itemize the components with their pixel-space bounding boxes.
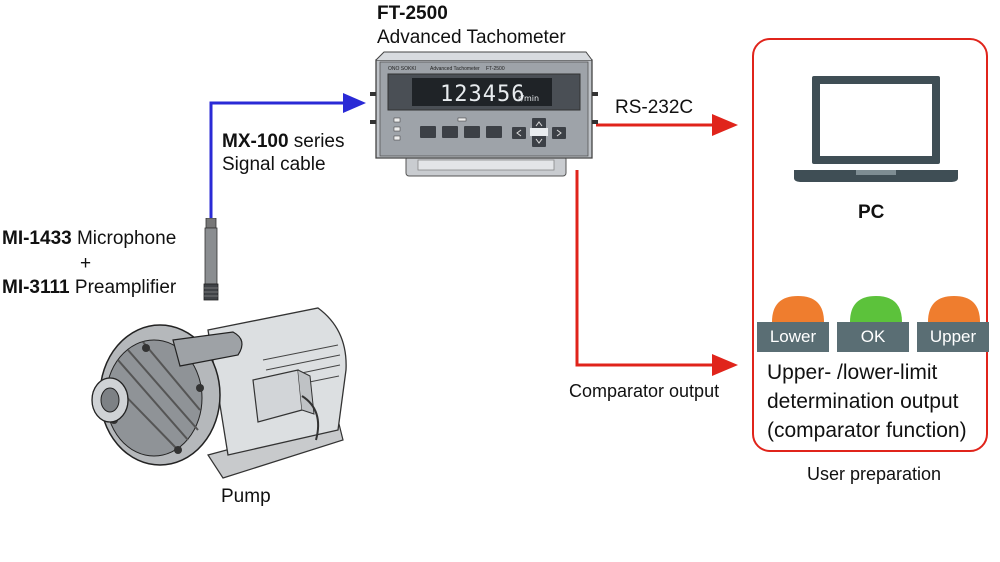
comparator-desc-line1: Upper- /lower-limit [767, 361, 938, 384]
cable-desc: Signal cable [222, 154, 326, 175]
cable-suffix: series [288, 131, 345, 152]
panel-title: Advanced Tachometer [430, 66, 480, 72]
mic-desc1: Microphone [76, 228, 177, 249]
comparator-arrowhead [712, 354, 738, 376]
cable-model: MX-100 [222, 131, 289, 152]
lamp-label-lower: Lower [757, 322, 829, 352]
pump-icon [91, 307, 347, 479]
comparator-desc-line2: determination output [767, 390, 959, 413]
cable-label: MX-100 series [222, 130, 345, 154]
user-preparation-caption: User preparation [807, 464, 942, 484]
comparator-line [575, 170, 715, 367]
pc-label: PC [858, 202, 885, 223]
mic-model1: MI-1433 [2, 228, 72, 249]
user-preparation-box [752, 38, 988, 452]
signal-cable-arrowhead [343, 93, 366, 113]
pump-label: Pump [221, 486, 271, 507]
panel-model: FT-2500 [486, 66, 505, 72]
lamp-label-ok: OK [837, 322, 909, 352]
lamp-label-upper: Upper [917, 322, 989, 352]
comparator-desc-line3: (comparator function) [767, 419, 967, 442]
ok-lamp-icon [850, 296, 902, 322]
tachometer-name: Advanced Tachometer [377, 27, 566, 48]
display-unit: r/min [518, 94, 539, 103]
mic-model2: MI-3111 [2, 277, 70, 298]
mic-line1: MI-1433 Microphone [2, 227, 176, 251]
tachometer-model: FT-2500 [377, 3, 448, 24]
upper-lamp-icon [928, 296, 980, 322]
microphone-icon [203, 218, 219, 301]
mic-plus: + [80, 253, 92, 274]
mic-line2: MI-3111 Preamplifier [2, 276, 176, 300]
panel-brand: ONO SOKKI [388, 66, 416, 72]
mic-desc2: Preamplifier [74, 277, 177, 298]
rs232-label: RS-232C [615, 97, 694, 118]
tachometer-device: ONO SOKKI Advanced Tachometer FT-2500 12… [370, 51, 598, 177]
rs232-arrowhead [712, 114, 738, 136]
lower-lamp-icon [772, 296, 824, 322]
display-value: 123456 [440, 82, 525, 107]
signal-cable-line [209, 101, 345, 222]
laptop-icon [794, 76, 958, 182]
indicator-lamps [772, 296, 980, 322]
comparator-label: Comparator output [569, 381, 720, 401]
